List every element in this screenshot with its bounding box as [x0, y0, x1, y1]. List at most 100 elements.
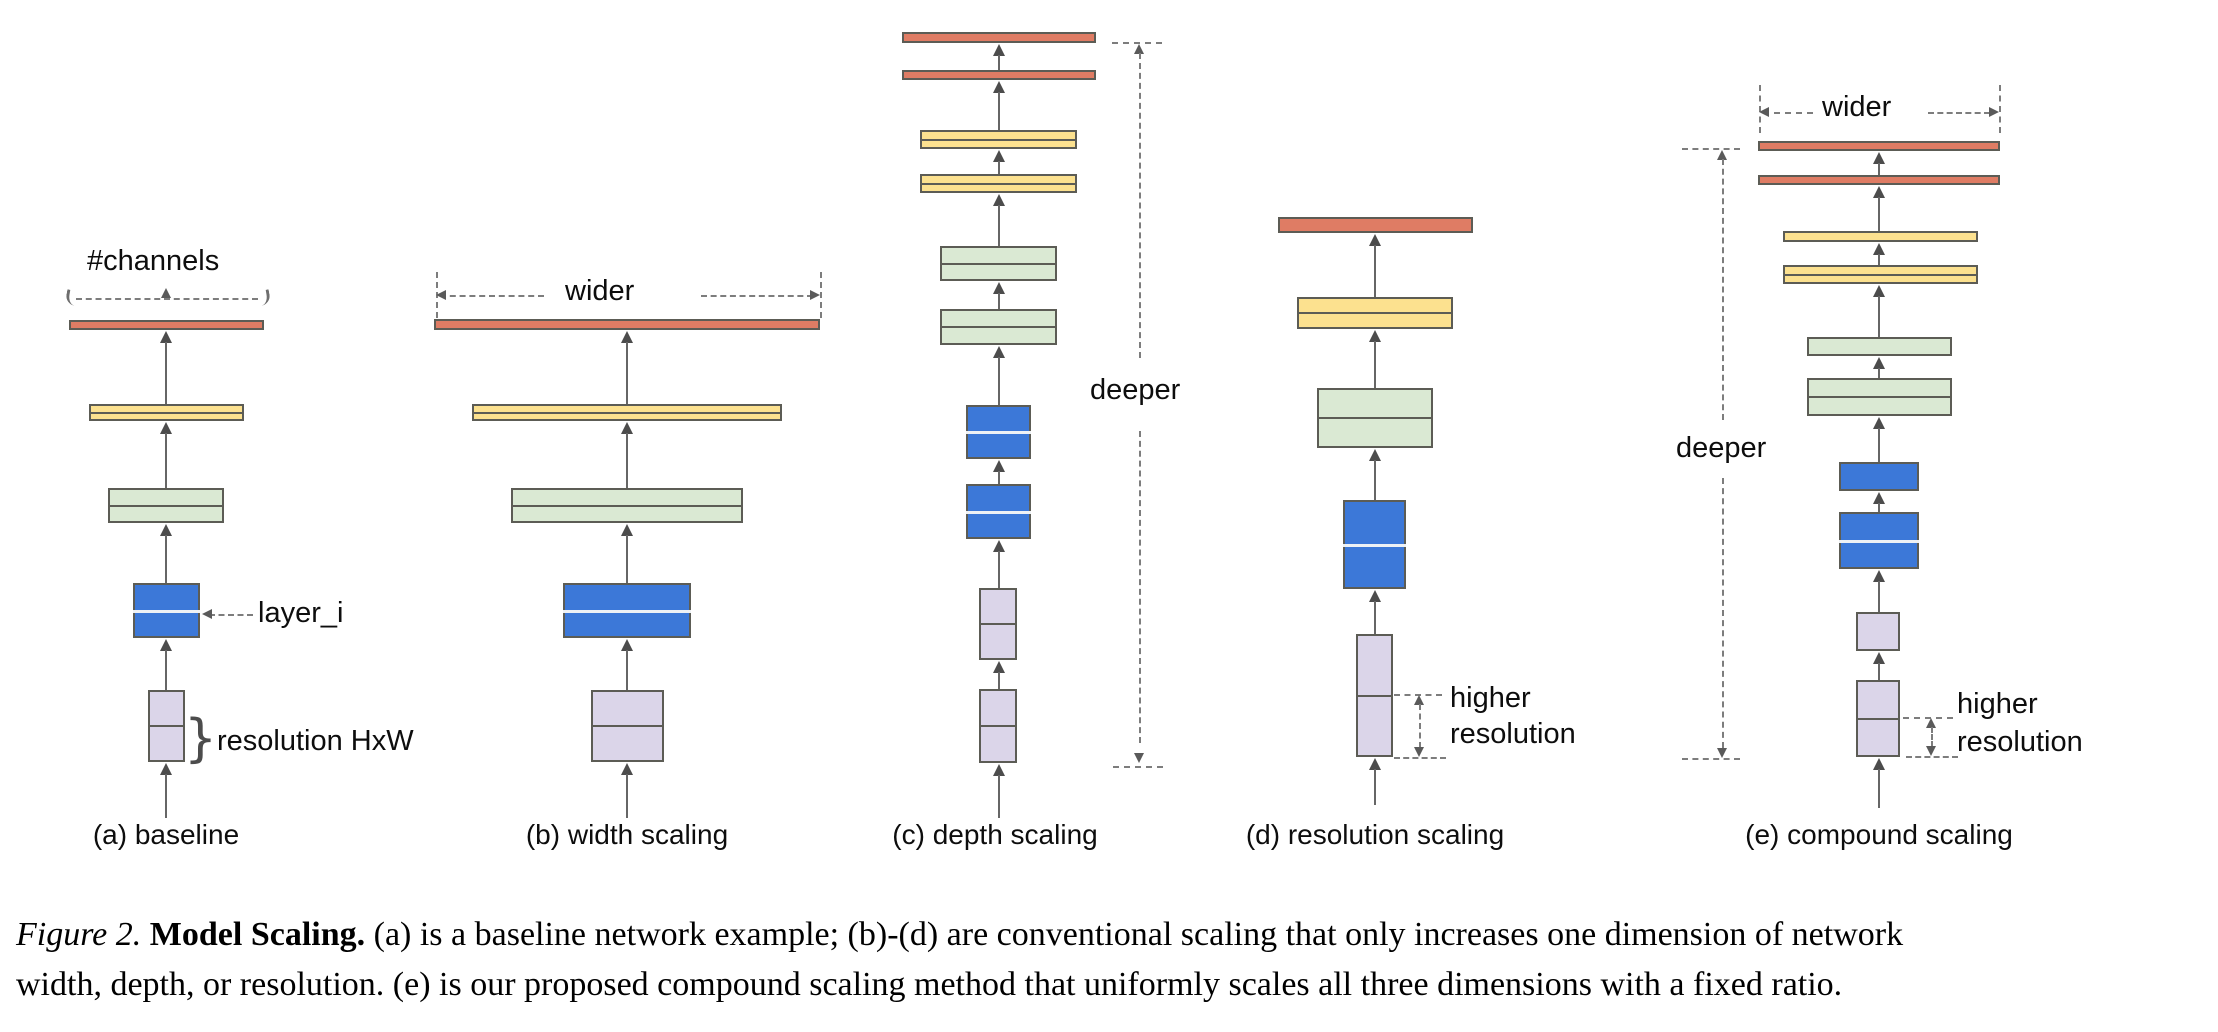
purple-layer-box: [979, 588, 1017, 660]
deeper-dash-upper: [1722, 159, 1724, 420]
flow-arrow-line: [998, 775, 1000, 818]
flow-arrow-line: [1374, 245, 1376, 297]
flow-arrow-head: [1873, 492, 1885, 504]
wider-arrowhead-right: [1989, 107, 1999, 117]
layer-divider: [1807, 396, 1952, 398]
layer-divider: [1297, 312, 1453, 314]
layer-divider: [940, 326, 1057, 328]
layer-pointer-dash: [209, 614, 253, 616]
flow-arrow-head: [621, 763, 633, 775]
flow-arrow-head: [1873, 243, 1885, 255]
flow-arrow-head: [1873, 570, 1885, 582]
higher-res-arrowhead-down: [1414, 747, 1424, 757]
layer-divider: [1856, 717, 1900, 720]
layer-divider: [979, 623, 1017, 625]
deeper-tick-bottom: [1682, 758, 1740, 760]
flow-arrow-line: [165, 774, 167, 818]
flow-arrow-line: [998, 293, 1000, 309]
red-layer-box: [1278, 217, 1473, 233]
blue-layer-box: [1343, 500, 1406, 589]
caption-a: (a) baseline: [92, 819, 240, 850]
blue-layer-box: [1839, 512, 1919, 569]
wider-label-b: wider: [565, 275, 635, 307]
purple-layer-box: [591, 690, 664, 762]
flow-arrow-head: [160, 331, 172, 343]
flow-arrow-line: [1878, 663, 1880, 680]
deeper-tick-bottom: [1113, 766, 1163, 768]
layer-divider: [108, 504, 224, 507]
layer-divider: [940, 262, 1057, 265]
layer-divider: [133, 609, 200, 613]
flow-arrow-head: [993, 81, 1005, 93]
flow-arrow-line: [998, 551, 1000, 588]
flow-arrow-head: [160, 422, 172, 434]
purple-layer-box: [1856, 612, 1900, 651]
deeper-label-c: deeper: [1090, 374, 1181, 406]
higher-res-arrowhead-up: [1926, 718, 1936, 728]
purple-layer-box: [1856, 680, 1900, 757]
purple-layer-box: [1356, 634, 1393, 757]
yellow-layer-box: [920, 174, 1077, 193]
higher-res-dash-bottom: [1906, 756, 1958, 758]
flow-arrow-head: [1873, 357, 1885, 369]
flow-arrow-line: [626, 535, 628, 583]
flow-arrow-line: [1878, 296, 1880, 337]
layer-pointer-arrowhead: [202, 609, 212, 619]
green-layer-box: [1317, 388, 1433, 448]
flow-arrow-line: [165, 433, 167, 488]
yellow-layer-box: [472, 404, 782, 421]
flow-arrow-line: [626, 774, 628, 818]
higher-resolution-label-d-line2: resolution: [1450, 718, 1576, 750]
flow-arrow-line: [165, 650, 167, 690]
flow-arrow-line: [998, 205, 1000, 246]
blue-layer-box: [1839, 462, 1919, 491]
deeper-arrowhead-bottom: [1134, 753, 1144, 763]
caption-c: (c) depth scaling: [892, 819, 1098, 850]
higher-resolution-label-e-line2: resolution: [1957, 726, 2083, 758]
layer-divider: [966, 510, 1031, 514]
flow-arrow-head: [993, 460, 1005, 472]
flow-arrow-line: [1374, 601, 1376, 634]
flow-arrow-head: [621, 422, 633, 434]
flow-arrow-line: [165, 342, 167, 404]
flow-arrow-head: [993, 346, 1005, 358]
resolution-brace-icon: }: [184, 709, 218, 769]
figure-number: Figure 2.: [16, 916, 142, 953]
red-layer-box: [902, 32, 1096, 43]
flow-arrow-line: [998, 672, 1000, 689]
higher-res-dash-bottom: [1394, 757, 1446, 759]
red-layer-box: [1758, 175, 2000, 185]
flow-arrow-head: [1873, 285, 1885, 297]
higher-res-dash-vertical: [1419, 704, 1421, 748]
flow-arrow-line: [998, 55, 1000, 70]
blue-layer-box: [563, 583, 691, 638]
caption-d: (d) resolution scaling: [1245, 819, 1505, 850]
wider-arrowhead-right: [810, 290, 820, 300]
layer-divider: [148, 725, 185, 727]
flow-arrow-head: [1873, 186, 1885, 198]
layer-divider: [472, 411, 782, 414]
channels-bracket-dash: [76, 298, 258, 300]
layer-divider: [1356, 694, 1393, 697]
flow-arrow-line: [998, 92, 1000, 130]
channels-bracket-arrowhead: [161, 288, 171, 298]
flow-arrow-head: [160, 639, 172, 651]
layer-divider: [89, 411, 244, 414]
flow-arrow-head: [1873, 417, 1885, 429]
caption-b: (b) width scaling: [525, 819, 729, 850]
flow-arrow-head: [160, 763, 172, 775]
green-layer-box: [1807, 337, 1952, 356]
blue-layer-box: [133, 583, 200, 638]
higher-resolution-label-e-line1: higher: [1957, 688, 2038, 720]
figure-caption-line2: width, depth, or resolution. (e) is our …: [16, 966, 1843, 1003]
green-layer-box: [940, 246, 1057, 281]
flow-arrow-line: [1878, 581, 1880, 612]
higher-res-arrowhead-up: [1414, 695, 1424, 705]
layer-divider: [1839, 539, 1919, 543]
flow-arrow-line: [1878, 769, 1880, 808]
flow-arrow-head: [993, 282, 1005, 294]
higher-res-arrowhead-down: [1926, 746, 1936, 756]
flow-arrow-line: [1878, 428, 1880, 462]
red-layer-box: [434, 319, 820, 330]
figure-caption-line1: Figure 2. Model Scaling. (a) is a baseli…: [16, 916, 1903, 954]
